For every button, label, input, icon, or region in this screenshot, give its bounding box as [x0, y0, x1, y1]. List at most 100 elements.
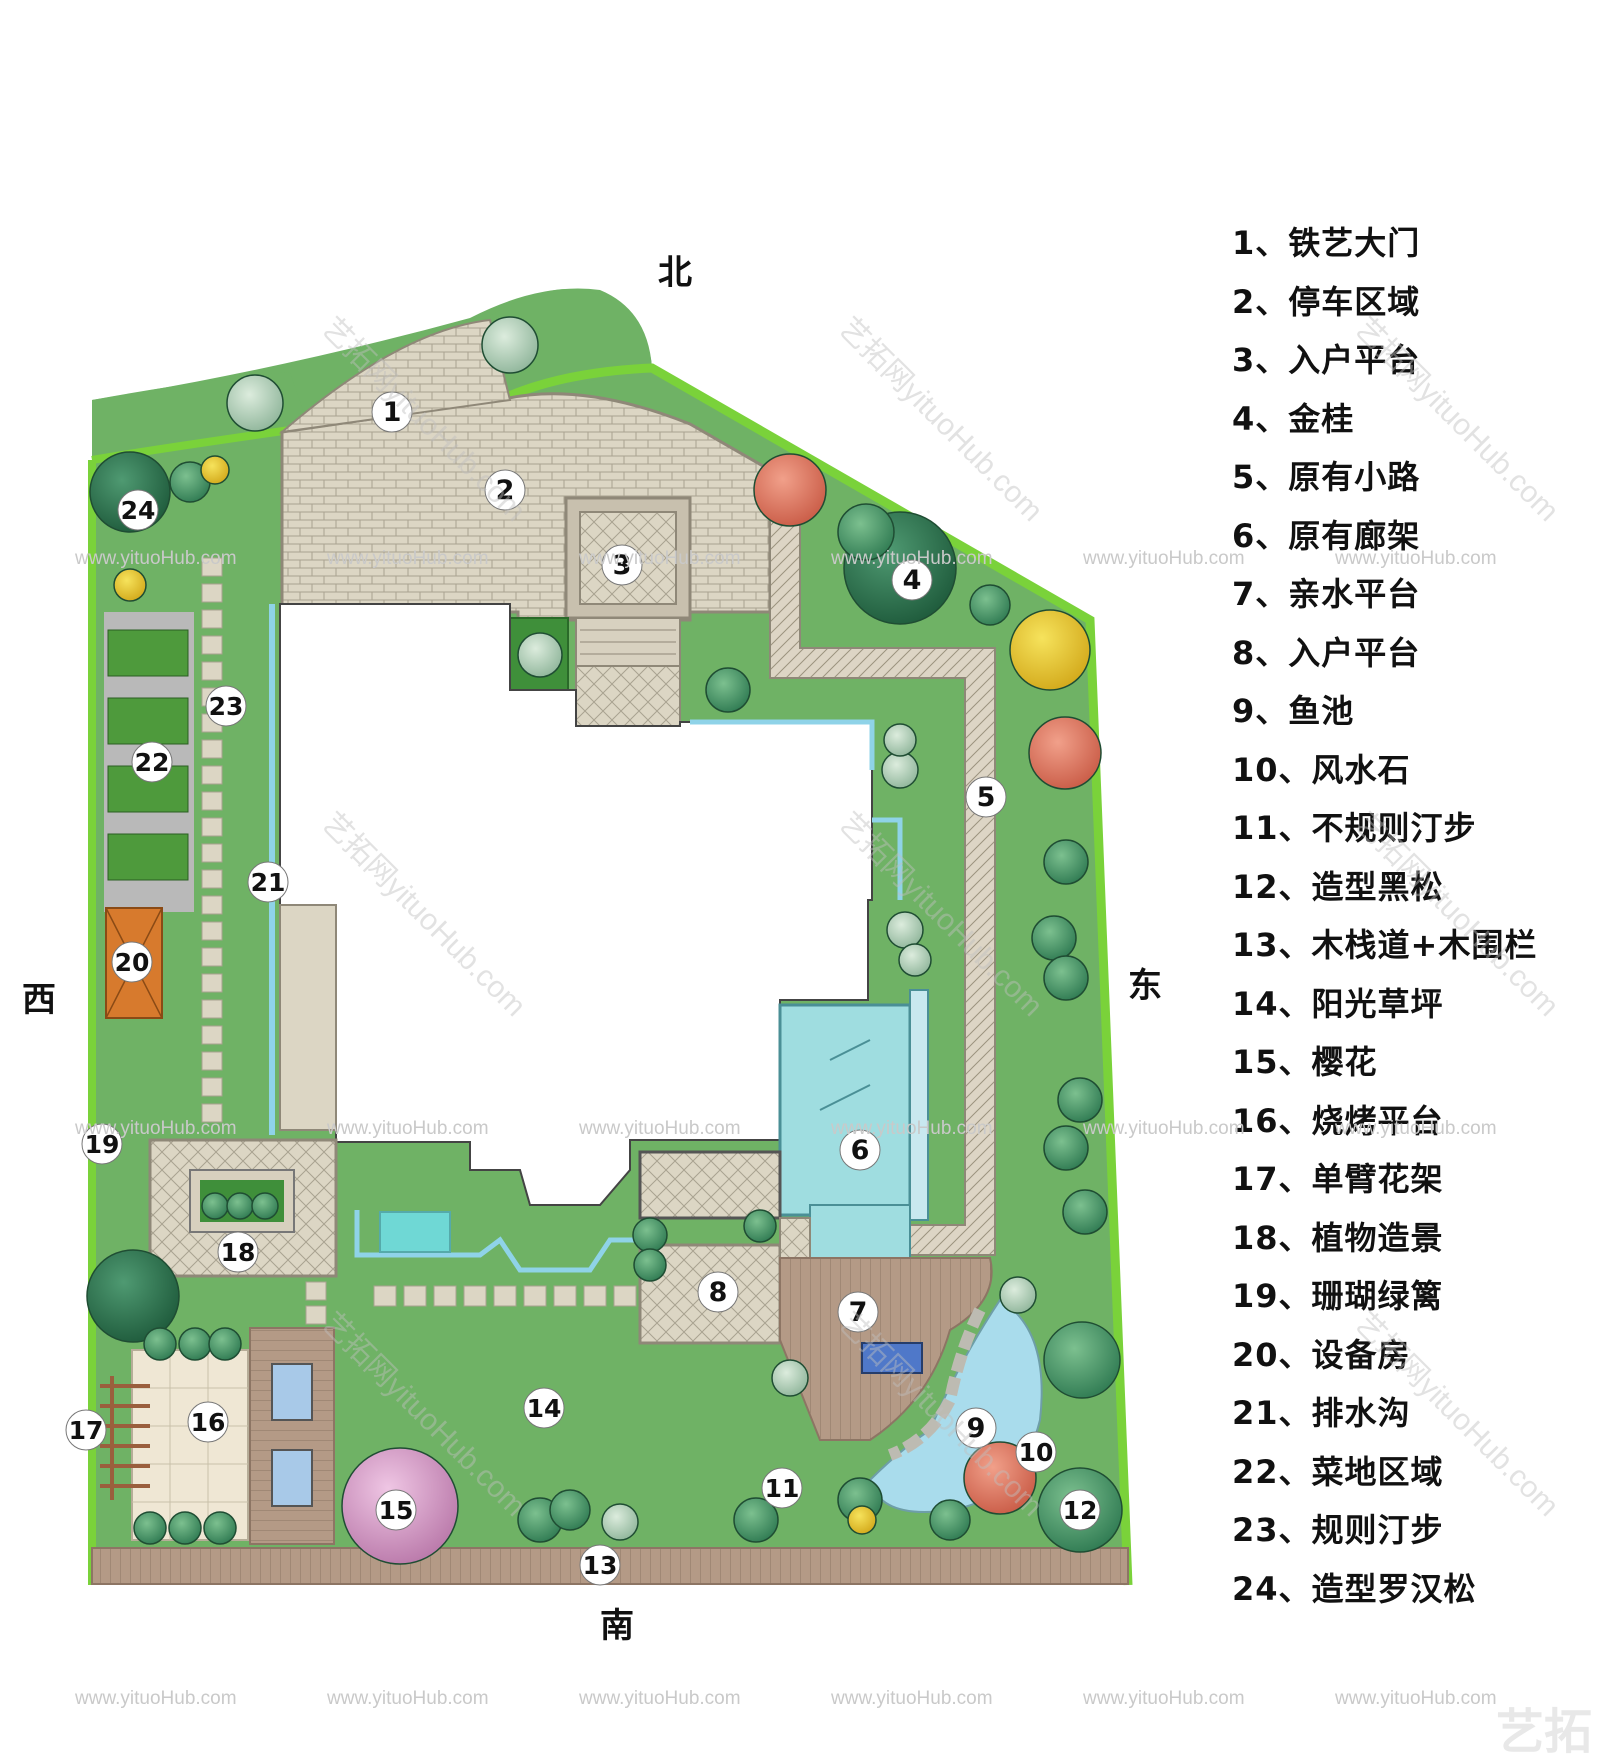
marker-16: 16: [187, 1401, 229, 1443]
marker-label: 17: [69, 1416, 104, 1445]
direction-south: 南: [600, 1606, 634, 1646]
marker-label: 22: [135, 748, 170, 777]
trees: [86, 316, 1123, 1565]
marker-label: 4: [903, 565, 922, 596]
marker-5: 5: [965, 776, 1007, 818]
watermark-text: www.yituoHub.com: [327, 548, 489, 569]
legend-item: 3、入户平台: [1232, 341, 1421, 379]
equipment-room: [105, 907, 163, 1019]
legend-item: 4、金桂: [1232, 399, 1355, 438]
watermark-text: www.yituoHub.com: [1335, 1688, 1497, 1709]
marker-label: 10: [1019, 1438, 1054, 1467]
watermark-text: www.yituoHub.com: [579, 1118, 741, 1139]
marker-label: 8: [709, 1277, 728, 1308]
watermark-text: www.yituoHub.com: [1335, 1118, 1497, 1139]
marker-label: 5: [977, 782, 996, 813]
direction-north: 北: [658, 253, 692, 293]
marker-label: 16: [191, 1408, 226, 1437]
legend-item: 14、阳光草坪: [1232, 984, 1444, 1023]
legend-item: 21、排水沟: [1232, 1394, 1411, 1432]
marker-label: 3: [613, 550, 632, 581]
watermark-text: www.yituoHub.com: [579, 1688, 741, 1709]
legend-item: 16、烧烤平台: [1232, 1101, 1444, 1140]
marker-10: 10: [1015, 1431, 1057, 1473]
marker-label: 21: [251, 868, 286, 897]
marker-label: 24: [121, 496, 156, 525]
marker-3: 3: [601, 544, 643, 586]
marker-label: 13: [583, 1551, 618, 1580]
marker-label: 1: [383, 397, 402, 428]
marker-21: 21: [247, 861, 289, 903]
legend-item: 9、鱼池: [1232, 692, 1355, 730]
planting-feature-18: [148, 1138, 338, 1278]
watermark-text: www.yituoHub.com: [1083, 1118, 1245, 1139]
marker-19: 19: [81, 1123, 123, 1165]
coral-hedge: [88, 363, 1133, 1586]
watermark-text: www.yituoHub.com: [579, 548, 741, 569]
marker-14: 14: [523, 1387, 565, 1429]
watermark-text: www.yituoHub.com: [1083, 548, 1245, 569]
legend-item: 23、规则汀步: [1232, 1511, 1444, 1549]
marker-label: 9: [967, 1413, 986, 1444]
legend-item: 10、风水石: [1232, 750, 1411, 789]
marker-12: 12: [1059, 1489, 1101, 1531]
direction-west: 西: [22, 980, 56, 1020]
marker-label: 7: [849, 1297, 868, 1328]
marker-label: 23: [209, 692, 244, 721]
marker-label: 19: [85, 1130, 120, 1159]
legend-item: 11、不规则汀步: [1232, 809, 1477, 847]
marker-6: 6: [839, 1129, 881, 1171]
bbq-platform: [131, 1327, 335, 1545]
legend-item: 8、入户平台: [1232, 633, 1421, 672]
legend-item: 13、木栈道+木围栏: [1232, 926, 1538, 964]
marker-label: 14: [527, 1394, 562, 1423]
marker-label: 20: [115, 948, 150, 977]
flower-frame: [100, 1376, 150, 1500]
marker-9: 9: [955, 1407, 997, 1449]
watermark-text: www.yituoHub.com: [75, 1118, 237, 1139]
marker-13: 13: [579, 1544, 621, 1586]
legend-item: 6、原有廊架: [1232, 516, 1421, 555]
legend: 1、铁艺大门 2、停车区域 3、入户平台 4、金桂 5、原有小路 6、原有廊架 7、亲水平台…: [1232, 218, 1537, 1622]
marker-18: 18: [217, 1231, 259, 1273]
watermark-text: www.yituoHub.com: [1335, 548, 1497, 569]
legend-item: 5、原有小路: [1232, 458, 1421, 496]
legend-item: 20、设备房: [1232, 1335, 1411, 1374]
marker-4: 4: [891, 559, 933, 601]
marker-8: 8: [697, 1271, 739, 1313]
watermark-text: www.yituoHub.com: [327, 1118, 489, 1139]
legend-item: 7、亲水平台: [1232, 575, 1421, 613]
legend-item: 1、铁艺大门: [1232, 224, 1421, 262]
marker-15: 15: [375, 1489, 417, 1531]
watermark-text: www.yituoHub.com: [1083, 1688, 1245, 1709]
marker-label: 11: [765, 1474, 800, 1503]
marker-22: 22: [131, 741, 173, 783]
watermark-text: www.yituoHub.com: [831, 1688, 993, 1709]
legend-item: 24、造型罗汉松: [1232, 1569, 1477, 1608]
marker-24: 24: [117, 489, 159, 531]
marker-label: 12: [1063, 1496, 1098, 1525]
marker-7: 7: [837, 1291, 879, 1333]
legend-item: 12、造型黑松: [1232, 867, 1444, 906]
brand-watermark: 艺拓: [1495, 1704, 1592, 1760]
direction-east: 东: [1128, 966, 1162, 1006]
watermark-text: www.yituoHub.com: [75, 548, 237, 569]
marker-2: 2: [484, 469, 526, 511]
marker-1: 1: [371, 391, 413, 433]
watermark-text: www.yituoHub.com: [831, 1118, 993, 1139]
pergola-6: [778, 989, 929, 1278]
water-deck-7: [779, 1257, 993, 1441]
marker-23: 23: [205, 685, 247, 727]
watermark-text: www.yituoHub.com: [327, 1688, 489, 1709]
legend-item: 15、樱花: [1232, 1043, 1378, 1081]
legend-item: 2、停车区域: [1232, 282, 1421, 321]
watermark-text: www.yituoHub.com: [831, 548, 993, 569]
marker-label: 6: [851, 1135, 870, 1166]
marker-20: 20: [111, 941, 153, 983]
marker-label: 2: [496, 475, 515, 506]
watermark-text: www.yituoHub.com: [75, 1688, 237, 1709]
legend-item: 17、单臂花架: [1232, 1160, 1444, 1198]
marker-17: 17: [65, 1409, 107, 1451]
